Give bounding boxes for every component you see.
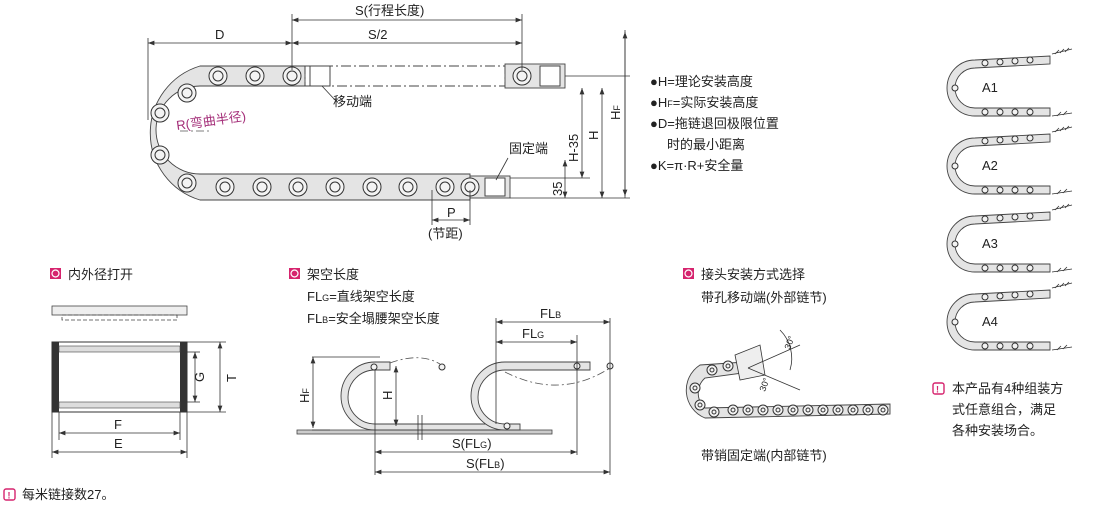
svg-text:30°: 30°	[782, 334, 796, 351]
assembly-variant: A2	[946, 125, 1073, 195]
svg-text:S(FLG): S(FLG)	[452, 436, 492, 451]
assembly-note-line: 各种安装场合。	[952, 423, 1043, 438]
footer-note-text: 每米链接数27。	[22, 487, 114, 502]
chain-link-pin	[689, 382, 701, 394]
chain-link-pin	[727, 404, 739, 416]
span-section: 架空长度 FLG=直线架空长度 FLB=安全塌腰架空长度 HF H FLB FL…	[289, 267, 614, 475]
assembly-note: ! 本产品有4种组装方 式任意组合，满足 各种安装场合。	[932, 381, 1063, 438]
pitch-label: P	[447, 205, 456, 220]
svg-text:S(FLB): S(FLB)	[466, 456, 505, 471]
chain-link-pin	[150, 103, 170, 123]
assembly-label: A4	[982, 314, 998, 329]
chain-link-pin	[722, 360, 734, 372]
assembly-label: A1	[982, 80, 998, 95]
e-label: E	[114, 436, 123, 451]
chain-link-pin	[150, 145, 170, 165]
legend-item: ●H=理论安装高度	[650, 74, 753, 89]
h35-label: H-35	[566, 134, 581, 162]
assembly-label: A3	[982, 236, 998, 251]
chain-link-pin	[802, 404, 814, 416]
chain-link-pin	[706, 364, 718, 376]
assembly-note-line: 式任意组合，满足	[952, 402, 1056, 417]
chain-link-pin	[772, 404, 784, 416]
chain-link-pin	[245, 66, 265, 86]
chain-link-pin	[694, 399, 706, 411]
radius-label: R(弯曲半径)	[175, 108, 246, 133]
chain-link-pin	[877, 404, 889, 416]
d-label: D	[215, 27, 224, 42]
footer-note: ! 每米链接数27。	[3, 487, 114, 502]
stroke-label: S(行程长度)	[355, 3, 424, 18]
assembly-variant: A3	[946, 203, 1073, 273]
chain-link-pin	[208, 66, 228, 86]
svg-text:H: H	[380, 391, 395, 400]
svg-text:!: !	[936, 385, 939, 395]
chain-link-pin	[862, 404, 874, 416]
legend-item: ●HF=实际安装高度	[650, 95, 758, 110]
section-marker-icon	[50, 268, 61, 279]
svg-text:!: !	[8, 491, 11, 501]
chain-link-pin	[252, 177, 272, 197]
chain-link-pin	[817, 404, 829, 416]
chain-link-pin	[282, 66, 302, 86]
svg-text:FLB=安全塌腰架空长度: FLB=安全塌腰架空长度	[307, 311, 440, 326]
f-label: F	[114, 417, 122, 432]
assembly-variant: A1	[946, 47, 1073, 117]
chain-link-pin	[362, 177, 382, 197]
open-title: 内外径打开	[68, 267, 133, 282]
chain-link-pin	[832, 404, 844, 416]
section-marker-icon	[683, 268, 694, 279]
fixed-end-label: 固定端	[509, 141, 548, 156]
svg-text:HF: HF	[297, 388, 312, 403]
chain-link-pin	[288, 177, 308, 197]
t-label: T	[224, 374, 239, 382]
chain-link-pin	[742, 404, 754, 416]
chain-link-pin	[757, 404, 769, 416]
mount-section: 接头安装方式选择 带孔移动端(外部链节) 30° 30° 带销固定端(内部链节)	[683, 267, 891, 463]
assembly-variant: A4	[946, 281, 1073, 351]
chain-link-pin	[398, 177, 418, 197]
chain-link-pin	[708, 406, 720, 418]
chain-link-pin	[177, 173, 197, 193]
chain-link-pin	[435, 177, 455, 197]
chain-link-pin	[325, 177, 345, 197]
warning-icon	[932, 382, 945, 395]
open-section: 内外径打开 G T F E	[50, 267, 239, 458]
half-stroke-label: S/2	[368, 27, 388, 42]
main-dimensions: S(行程长度) D S/2 R(弯曲半径) 移动端 固定端 P (节距) 35 …	[147, 3, 630, 241]
chain-link-pin	[847, 404, 859, 416]
pitch-cn-label: (节距)	[428, 226, 463, 241]
legend-item: ●K=π·R+安全量	[650, 158, 743, 173]
legend-item: 时的最小距离	[667, 137, 745, 152]
legend-item: ●D=拖链退回极限位置	[650, 116, 779, 131]
assembly-label: A2	[982, 158, 998, 173]
main-chain-drawing	[149, 63, 566, 201]
chain-link-pin	[787, 404, 799, 416]
mount-bottom-label: 带销固定端(内部链节)	[701, 448, 827, 463]
g-label: G	[192, 372, 207, 382]
svg-text:FLG=直线架空长度: FLG=直线架空长度	[307, 289, 415, 304]
chain-link-pin	[177, 83, 197, 103]
span-title: 架空长度	[307, 267, 359, 282]
dim-35-label: 35	[550, 182, 565, 196]
section-marker-icon	[289, 268, 300, 279]
moving-end-label: 移动端	[333, 94, 372, 109]
mount-top-label: 带孔移动端(外部链节)	[701, 290, 827, 305]
h-label: H	[586, 131, 601, 140]
hf-label: HF	[608, 105, 623, 120]
warning-icon	[3, 488, 16, 501]
svg-text:FLB: FLB	[540, 306, 561, 321]
mount-title: 接头安装方式选择	[701, 267, 805, 282]
svg-text:30°: 30°	[757, 376, 771, 393]
assembly-note-line: 本产品有4种组装方	[952, 381, 1063, 396]
chain-link-pin	[215, 177, 235, 197]
svg-text:FLG: FLG	[522, 326, 544, 341]
